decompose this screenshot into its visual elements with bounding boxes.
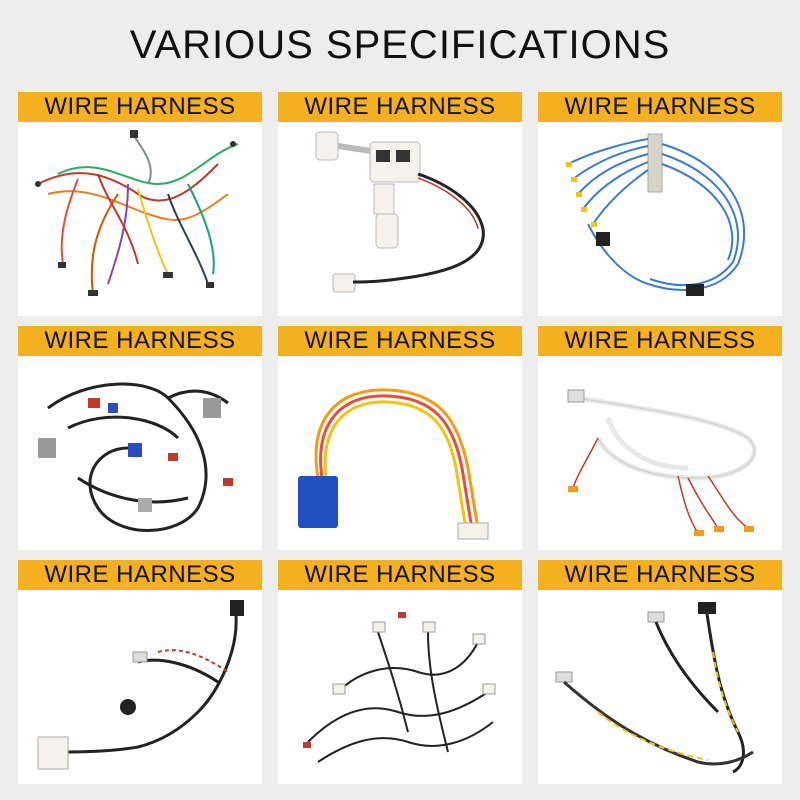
product-label: WIRE HARNESS [18, 326, 262, 356]
red-yellow-wire-blue-connector-image [298, 388, 489, 540]
product-card: WIRE HARNESS [538, 560, 782, 784]
product-label: WIRE HARNESS [18, 560, 262, 590]
product-card: WIRE HARNESS [18, 560, 262, 784]
blue-wire-ribbon-harness-image [566, 133, 746, 296]
product-card: WIRE HARNESS [538, 326, 782, 550]
product-label: WIRE HARNESS [538, 326, 782, 356]
black-twisted-pair-harness-image [37, 600, 244, 770]
product-label: WIRE HARNESS [278, 92, 522, 122]
yellow-black-cable-assembly-image [555, 602, 754, 774]
product-card: WIRE HARNESS [278, 560, 522, 784]
black-engine-loom-image [303, 612, 496, 763]
product-label: WIRE HARNESS [278, 326, 522, 356]
product-card: WIRE HARNESS [538, 92, 782, 316]
product-card: WIRE HARNESS [278, 326, 522, 550]
product-card: WIRE HARNESS [278, 92, 522, 316]
product-label: WIRE HARNESS [18, 92, 262, 122]
black-automotive-harness-image [38, 382, 233, 532]
product-label: WIRE HARNESS [538, 92, 782, 122]
white-connector-harness-image [315, 131, 485, 293]
page-title: VARIOUS SPECIFICATIONS [129, 22, 671, 67]
multicolor-wire-loom-image [35, 130, 239, 296]
white-sleeved-terminal-harness-image [567, 389, 757, 536]
product-card: WIRE HARNESS [18, 92, 262, 316]
product-label: WIRE HARNESS [278, 560, 522, 590]
product-label: WIRE HARNESS [538, 560, 782, 590]
product-card: WIRE HARNESS [18, 326, 262, 550]
product-grid: WIRE HARNESS [18, 92, 782, 784]
